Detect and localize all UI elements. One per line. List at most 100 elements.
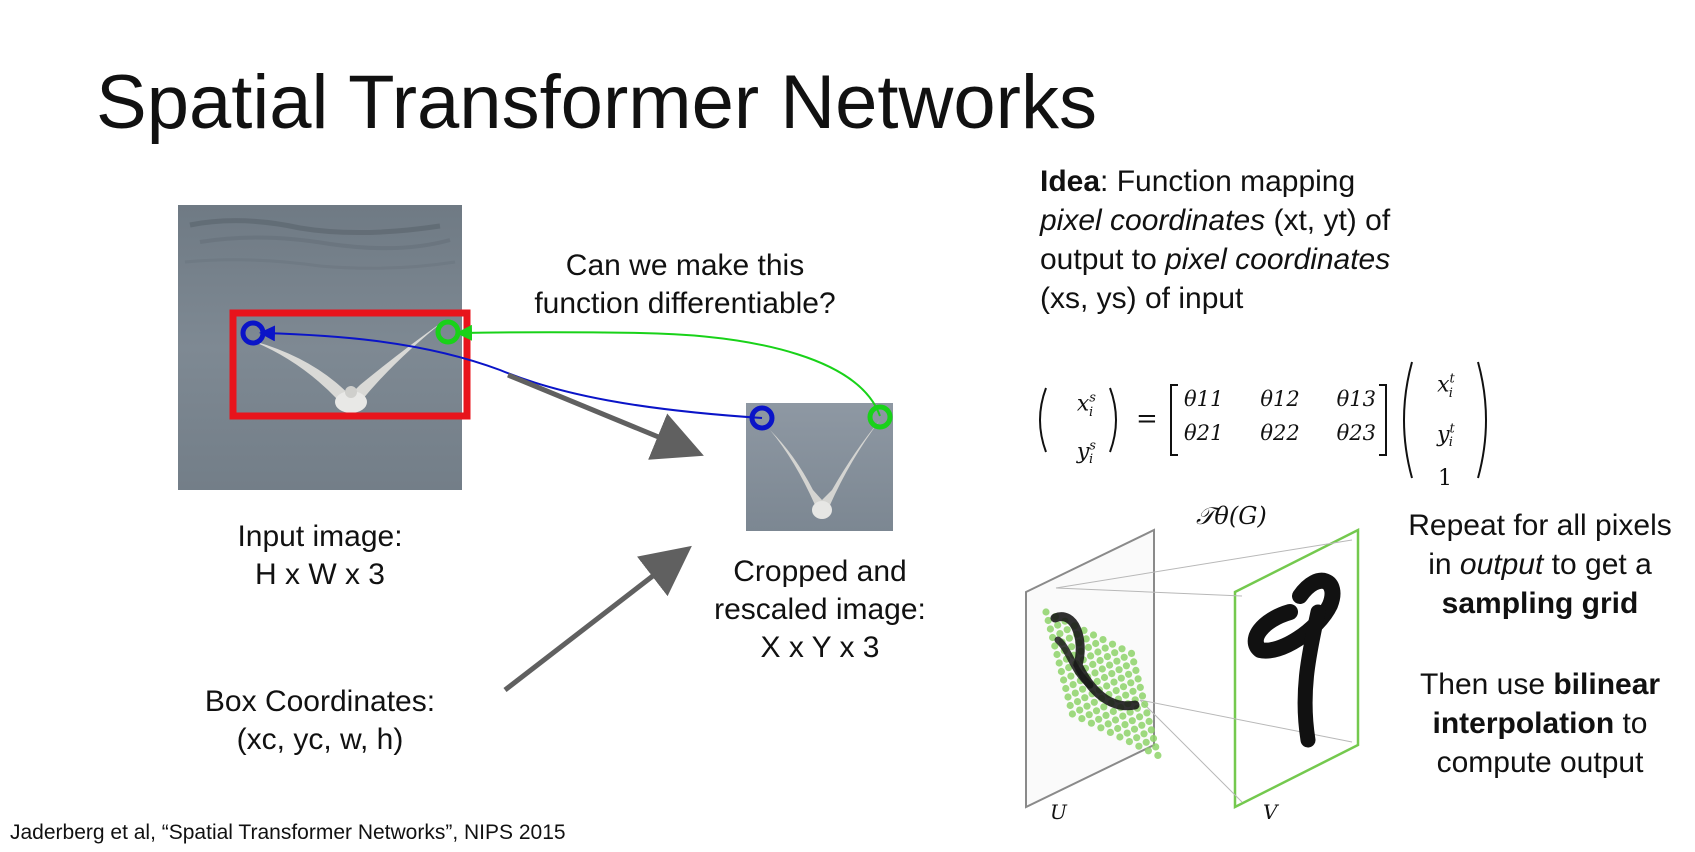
green-marker-input — [435, 319, 461, 345]
input-caption-line-1: Input image: — [237, 520, 403, 553]
green-mapping-arrow — [456, 324, 881, 417]
grid-point — [1057, 667, 1065, 676]
grid-point — [1136, 683, 1144, 692]
grid-point — [1154, 751, 1162, 760]
interp-line-2-post: to — [1614, 707, 1648, 740]
grid-point — [1143, 709, 1151, 717]
equation-brackets — [1039, 361, 1487, 479]
repeat-line-1: Repeat for all pixels — [1408, 509, 1672, 542]
eq-sup-s2: s — [1089, 438, 1096, 454]
grid-point — [1049, 633, 1057, 642]
eq-sub-i4: i — [1448, 435, 1453, 451]
bird-figure — [250, 320, 445, 413]
box-caption: Box Coordinates: (xc, yc, w, h) — [170, 683, 470, 759]
grid-point — [1089, 660, 1097, 669]
grid-point — [1071, 689, 1079, 697]
grid-point — [1101, 644, 1109, 652]
cropped-caption: Cropped and rescaled image: X x Y x 3 — [670, 553, 970, 667]
grid-point — [1096, 656, 1104, 665]
grid-point — [1084, 643, 1092, 652]
grid-point — [1126, 708, 1134, 716]
eq-sup-t1: t — [1449, 372, 1455, 387]
grid-point — [1081, 694, 1089, 702]
grid-point — [1142, 738, 1150, 746]
repeat-line-3: sampling grid — [1441, 587, 1639, 620]
interp-line-1-pre: Then use — [1419, 668, 1554, 701]
grid-point — [1065, 634, 1073, 642]
grid-point — [1079, 685, 1087, 693]
grid-point — [1125, 738, 1133, 746]
question-line-2: function differentiable? — [534, 287, 836, 320]
grid-point — [1127, 649, 1136, 658]
cropped-caption-line-1: Cropped and — [733, 555, 907, 588]
crop-arrow — [507, 372, 704, 460]
grid-point — [1042, 608, 1050, 616]
theta-12: θ12 — [1260, 387, 1300, 411]
equation-equals: = — [1136, 404, 1158, 434]
grid-point — [1068, 643, 1076, 651]
grid-point — [1103, 682, 1111, 690]
grid-point — [1083, 702, 1091, 710]
grid-point — [1054, 621, 1062, 629]
grid-point — [1108, 670, 1116, 678]
grid-point — [1133, 734, 1141, 742]
grid-point — [1111, 649, 1119, 657]
grid-point — [1127, 679, 1135, 687]
grid-point — [1067, 672, 1075, 680]
theta-21: θ21 — [1184, 421, 1224, 445]
idea-line-3-em: pixel coordinates — [1165, 243, 1391, 276]
grid-point — [1122, 691, 1130, 699]
grid-point — [1140, 730, 1148, 738]
grid-point — [1097, 724, 1105, 732]
grid-point — [1087, 652, 1095, 660]
grid-point — [1104, 720, 1112, 728]
grid-point — [1145, 717, 1153, 726]
grid-point — [1093, 677, 1101, 686]
grid-point — [1113, 657, 1121, 665]
grid-point — [1089, 631, 1098, 639]
grid-point — [1078, 715, 1086, 723]
grid-point — [1138, 721, 1146, 729]
idea-line-3: output to — [1040, 243, 1166, 276]
theta-matrix: θ11 θ12 θ13 θ21 θ22 θ23 — [1184, 382, 1376, 450]
grid-point — [1152, 743, 1160, 751]
grid-point — [1115, 666, 1123, 674]
grid-point — [1119, 683, 1128, 691]
grid-point — [1134, 675, 1142, 683]
grid-point — [1103, 653, 1111, 661]
grid-point — [1051, 642, 1059, 650]
idea-line-2: (xt, yt) of — [1265, 204, 1391, 237]
grid-point — [1066, 701, 1074, 710]
grid-point — [1092, 707, 1101, 715]
grid-point — [1063, 626, 1071, 634]
sampling-grid-diagram — [1025, 527, 1360, 810]
eq-sup-t2: t — [1449, 421, 1455, 437]
grid-point — [1087, 719, 1095, 727]
interp-line-1-bold: bilinear — [1553, 668, 1661, 701]
grid-point — [1128, 717, 1136, 725]
green-marker-crop — [867, 404, 893, 430]
repeat-line-2-pre: in — [1428, 548, 1460, 581]
grid-point — [1092, 639, 1100, 648]
grid-point — [1122, 662, 1130, 670]
grid-point — [1100, 673, 1109, 682]
grid-point — [1135, 742, 1143, 750]
interp-text: Then use bilinear interpolation to compu… — [1385, 665, 1695, 782]
grid-point — [1091, 669, 1099, 677]
grid-point — [1147, 726, 1155, 734]
theta-11: θ11 — [1184, 387, 1224, 411]
grid-point — [1112, 687, 1120, 695]
grid-point — [1106, 728, 1114, 737]
idea-line-2-em: pixel coordinates — [1040, 204, 1266, 237]
grid-point — [1053, 650, 1061, 659]
grid-point — [1056, 630, 1064, 638]
interp-line-3: compute output — [1436, 746, 1644, 779]
eq-x: x — [1076, 391, 1090, 417]
grid-point — [1144, 747, 1152, 755]
grid-point — [1099, 636, 1107, 644]
grid-point — [1069, 681, 1077, 689]
blue-mapping-arrow — [259, 325, 763, 419]
v-label: V — [1263, 800, 1278, 824]
grid-point — [1094, 648, 1102, 656]
eq-sub-i3: i — [1448, 385, 1453, 401]
